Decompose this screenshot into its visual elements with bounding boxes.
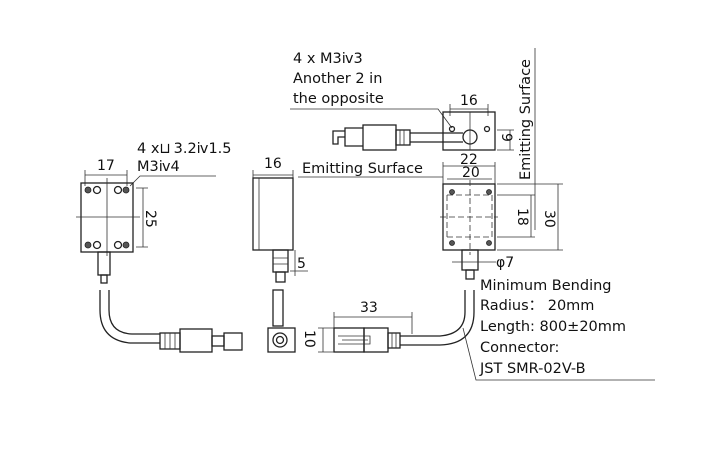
front-connector-body (179, 328, 213, 353)
top-note-line2: Another 2 in (293, 71, 382, 87)
top-connector-head (332, 127, 363, 147)
outer-height-dim: 30 (541, 210, 557, 228)
side-connector-dim: 5 (297, 256, 306, 272)
front-cable (99, 290, 160, 344)
right-cable-ridges (387, 332, 401, 349)
right-cable (400, 290, 475, 346)
front-cable-stub (100, 274, 108, 284)
emitting-surface-label: Emitting Surface (302, 161, 423, 177)
top-connector-body (362, 124, 397, 151)
front-note-line1: 4 x⊔ 3.2ⅳ​1.5 (137, 141, 232, 157)
top-height-dim: 9 (498, 133, 514, 142)
front-width-dim: 17 (97, 158, 115, 174)
front-mount-holes (84, 185, 130, 250)
top-width-dim-line (449, 104, 489, 116)
top-cable-exit (462, 129, 478, 145)
front-height-dim-line (136, 187, 148, 248)
right-front-view: Emitting Surface 22 20 18 30 φ7 33 10 (298, 152, 563, 353)
right-front-holes (449, 189, 492, 246)
top-width-dim: 16 (460, 93, 478, 109)
side-connector (267, 327, 296, 353)
top-cable-ridges (395, 129, 411, 146)
side-view: 16 5 (252, 156, 308, 353)
cable-spec-line5: JST SMR-02V-B (479, 361, 586, 377)
connector-length-dim: 33 (360, 300, 378, 316)
front-note-leader (129, 175, 216, 187)
connector-height-dim-line (318, 327, 334, 353)
top-note-leader (290, 108, 453, 129)
top-cable (410, 132, 463, 143)
top-note-line3: the opposite (293, 91, 384, 107)
front-view: 4 x⊔ 3.2ⅳ​1.5 M3ⅳ​4 17 25 (76, 141, 243, 353)
connector-height-dim: 10 (301, 330, 317, 348)
outer-width-dim: 22 (460, 152, 478, 168)
top-view: 4 x M3ⅳ​3 Another 2 in the opposite 16 9… (290, 48, 536, 230)
cable-spec-leader (462, 327, 655, 381)
front-note-line2: M3ⅳ​4 (137, 159, 180, 175)
outer-height-dim-line (497, 183, 563, 251)
top-note-line1: 4 x M3ⅳ​3 (293, 51, 363, 67)
front-centerlines (76, 178, 140, 256)
top-height-dim-line (497, 129, 514, 151)
top-body (442, 111, 496, 151)
outer-width-dim-line (442, 162, 496, 184)
side-width-dim: 16 (264, 156, 282, 172)
front-connector-head (223, 332, 243, 351)
inner-height-dim: 18 (514, 208, 530, 226)
cable-spec-line3: Length: 800±20mm (480, 319, 626, 335)
cable-spec-line4: Connector: (480, 340, 559, 356)
front-cable-gland (97, 251, 111, 276)
cable-spec: Minimum Bending Radius： 20mm Length: 800… (462, 278, 655, 381)
cable-spec-line2: Radius： 20mm (480, 298, 594, 314)
side-cable (272, 289, 284, 327)
inner-height-dim-line (497, 194, 535, 238)
connector-length-dim-line (333, 312, 413, 334)
cable-spec-line1: Minimum Bending (480, 278, 612, 294)
front-height-dim: 25 (142, 210, 158, 228)
right-front-internal-lines (440, 180, 498, 255)
emitting-surface-vertical-label: Emitting Surface (518, 59, 534, 180)
side-cable-gland (272, 249, 289, 273)
cable-diameter-dim: φ7 (496, 255, 514, 271)
inner-width-dim: 20 (462, 165, 480, 181)
